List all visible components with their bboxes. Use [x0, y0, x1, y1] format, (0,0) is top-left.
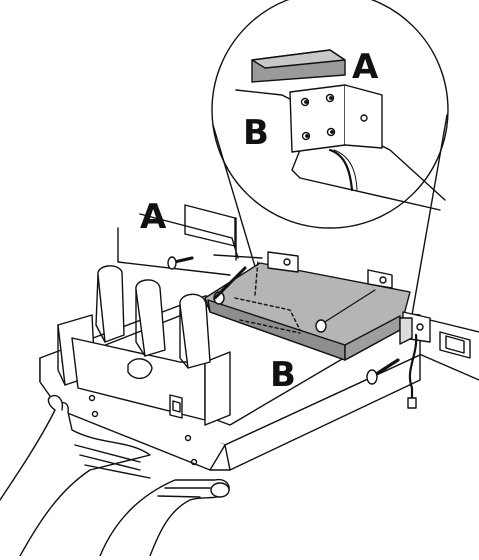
zoom-callout: [212, 0, 448, 315]
bracket-icon: [290, 85, 382, 152]
label-b-main: B: [270, 358, 296, 392]
label-b-zoom: B: [243, 116, 269, 150]
label-a-zoom: A: [352, 50, 378, 84]
label-a-main: A: [140, 200, 166, 234]
